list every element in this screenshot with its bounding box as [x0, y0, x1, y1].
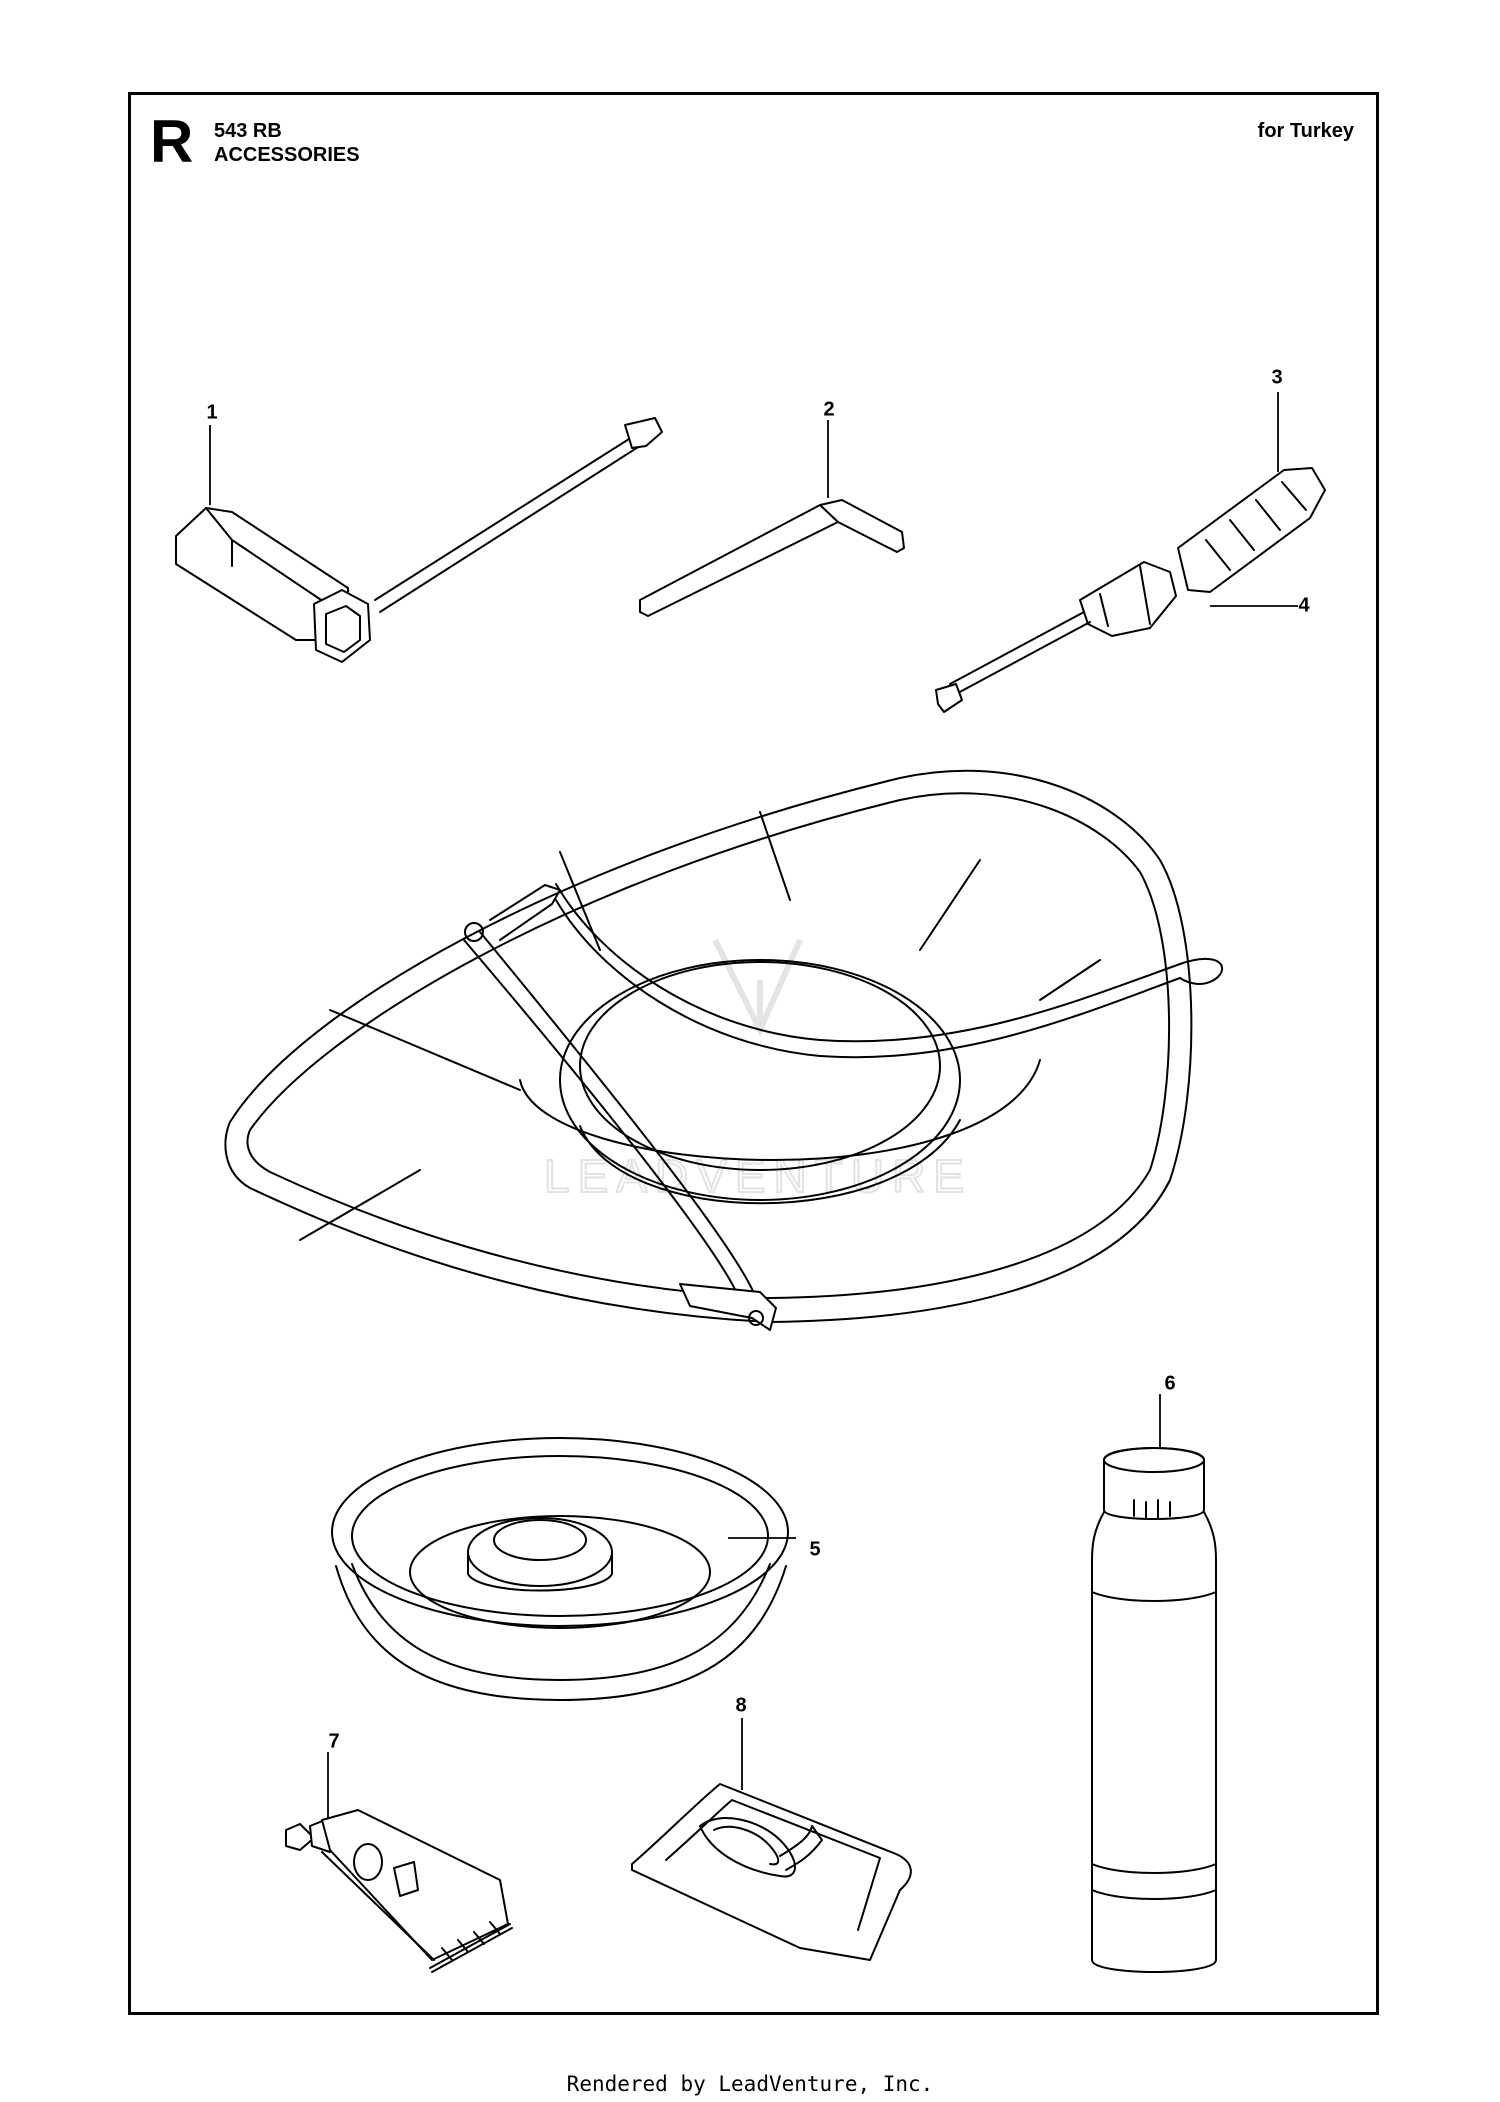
model-name: 543 RB [214, 120, 282, 142]
parts-bag-icon[interactable] [631, 1718, 912, 1961]
grease-tube-icon[interactable] [285, 1752, 513, 1973]
callout-6: 6 [1164, 1372, 1176, 1395]
callout-8: 8 [735, 1694, 747, 1717]
diagram-frame [128, 92, 1379, 2015]
combination-spanner-icon[interactable] [175, 417, 663, 663]
page-title: ACCESSORIES [214, 144, 360, 166]
callout-7: 7 [328, 1730, 340, 1753]
callout-3: 3 [1271, 366, 1283, 389]
hex-key-icon[interactable] [639, 420, 905, 617]
callout-2: 2 [823, 398, 835, 421]
oil-bottle-icon[interactable] [1091, 1394, 1217, 1973]
support-cup-icon[interactable] [331, 1437, 796, 1701]
footer-credit: Rendered by LeadVenture, Inc. [566, 2072, 934, 2096]
callout-1: 1 [206, 401, 218, 424]
callout-4: 4 [1298, 594, 1310, 617]
callout-5: 5 [809, 1538, 821, 1561]
screwdriver-icon[interactable] [935, 392, 1326, 713]
blade-guard-icon[interactable] [224, 605, 1298, 1331]
region-label: for Turkey [1257, 120, 1354, 142]
section-letter: R [150, 108, 194, 175]
